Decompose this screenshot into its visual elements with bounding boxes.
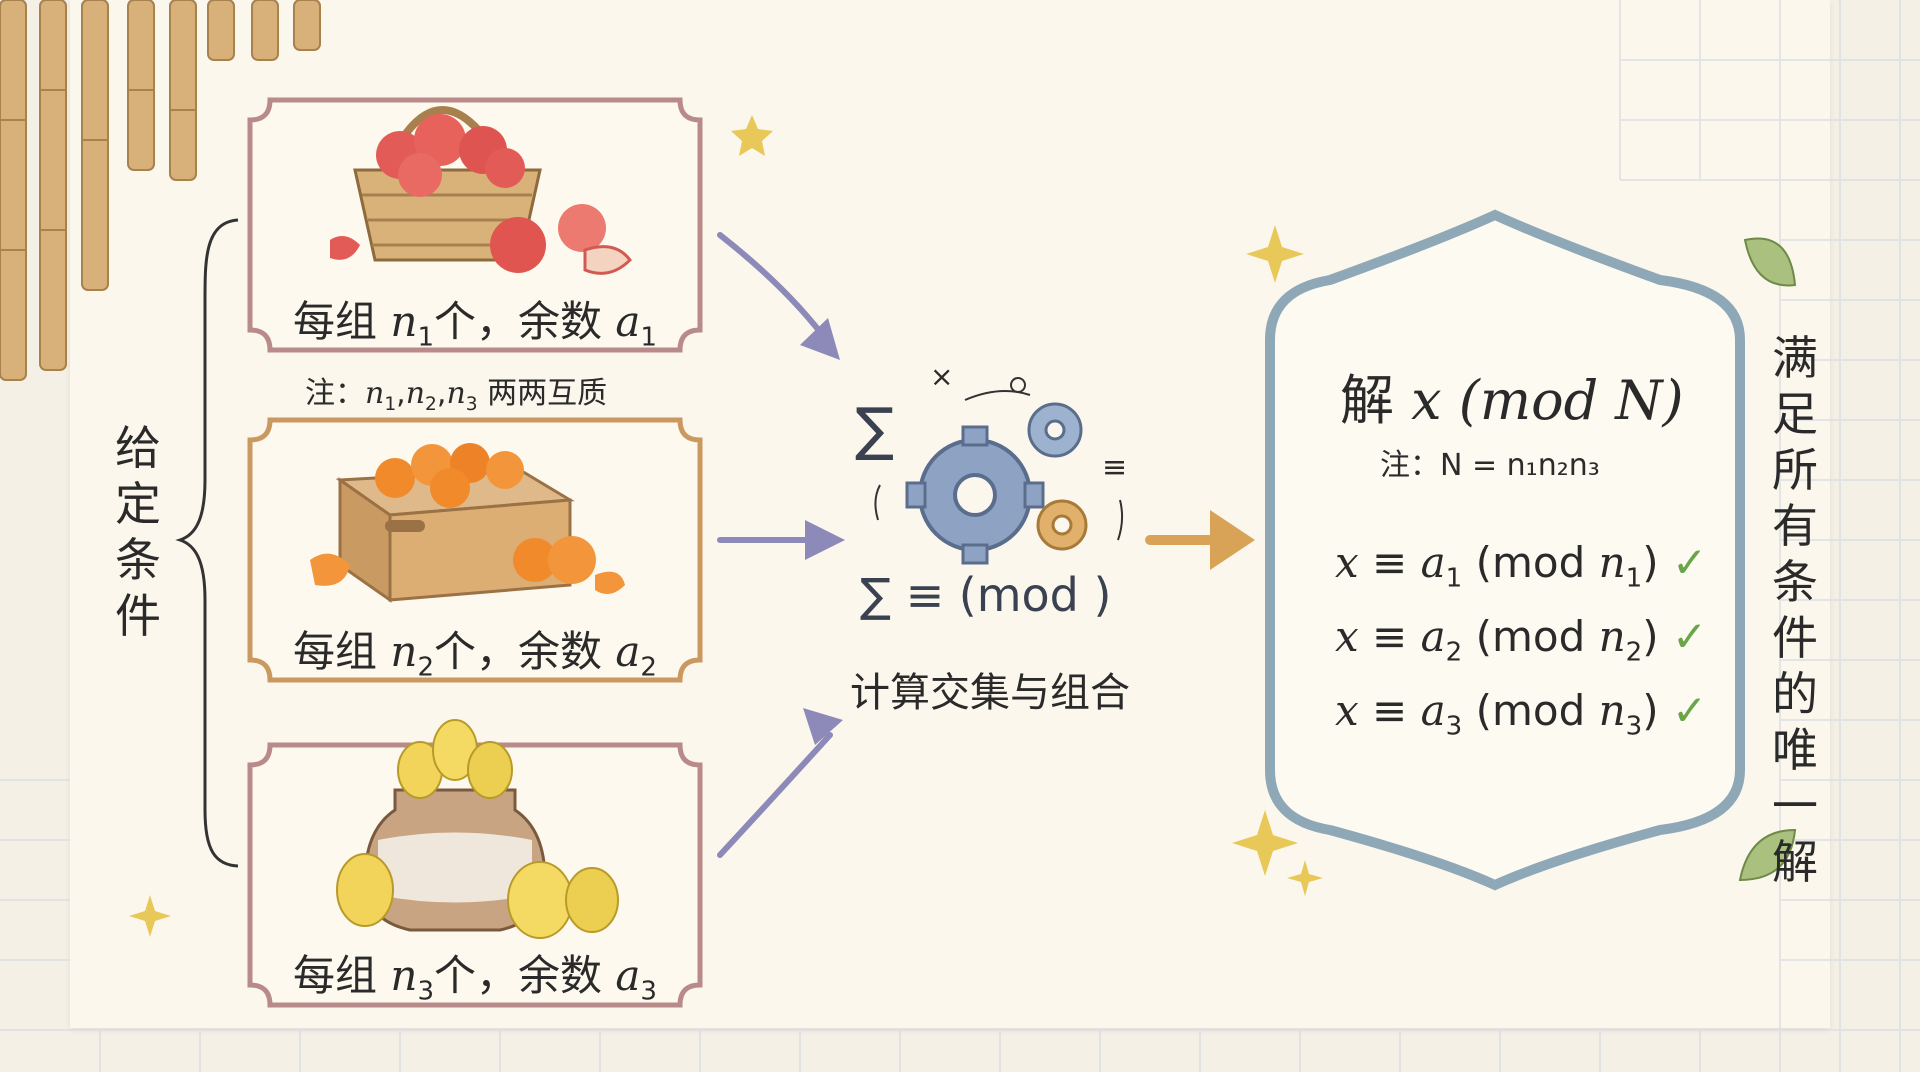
- n-subscript: 3: [417, 976, 434, 1007]
- a-subscript: 2: [1445, 637, 1463, 668]
- equiv-sign: ≡: [1372, 686, 1408, 735]
- a-variable: a: [1420, 538, 1446, 587]
- n-variable: n: [390, 297, 418, 346]
- n-variable: n: [446, 376, 466, 411]
- n-subscript: 3: [1625, 711, 1643, 742]
- a-variable: a: [615, 951, 641, 1000]
- x-variable: x: [1335, 686, 1359, 735]
- panel-caption-2: 每组 n2个，余数 a2: [245, 618, 705, 682]
- panel-caption-1: 每组 n1个，余数 a1: [245, 288, 705, 352]
- pear-jar-illustration: [336, 719, 619, 939]
- n-subscript: 3: [465, 394, 478, 415]
- n-subscript: 2: [425, 394, 437, 415]
- gears-illustration: [874, 377, 1124, 565]
- n-variable: n: [390, 951, 418, 1000]
- mod-text: (mod: [1475, 612, 1586, 661]
- equation-2: x ≡ a2 (mod n2) ✓: [1335, 612, 1707, 667]
- solution-note: 注：N = n₁n₂n₃: [1380, 448, 1600, 483]
- caption-prefix: 每组: [293, 951, 378, 1000]
- equation-3: x ≡ a3 (mod n3) ✓: [1335, 686, 1707, 741]
- a-subscript: 1: [1445, 563, 1463, 594]
- n-variable: n: [1598, 612, 1626, 661]
- equiv-icon: ≡: [1102, 450, 1128, 485]
- equiv-sign: ≡: [1372, 612, 1408, 661]
- title-prefix: 解: [1340, 369, 1394, 432]
- n-subscript: 1: [384, 394, 397, 415]
- a-variable: a: [1420, 612, 1446, 661]
- leaf-decorations: [1738, 237, 1797, 882]
- given-brace: [175, 218, 239, 868]
- a-subscript: 3: [640, 976, 657, 1007]
- note-suffix: 两两互质: [487, 376, 608, 411]
- given-conditions-label: 给定条件: [115, 421, 161, 643]
- mod-text: (mod: [1475, 686, 1586, 735]
- compute-label: 计算交集与组合: [850, 670, 1130, 716]
- n-variable: n: [390, 627, 418, 676]
- caption-prefix: 每组: [293, 627, 378, 676]
- check-icon: ✓: [1671, 612, 1708, 661]
- close-paren: ): [1642, 538, 1659, 587]
- sigma-top-icon: ∑: [855, 395, 895, 463]
- n-variable: n: [365, 376, 385, 411]
- title-math: x (mod N): [1411, 369, 1684, 432]
- check-icon: ✓: [1671, 538, 1708, 587]
- x-variable: x: [1335, 612, 1359, 661]
- cross-icon: ×: [930, 360, 954, 393]
- sparkle-decorations: [129, 115, 1323, 937]
- check-icon: ✓: [1671, 686, 1708, 735]
- close-paren: ): [1642, 686, 1659, 735]
- solution-title: 解 x (mod N): [1340, 356, 1684, 435]
- n-subscript: 1: [417, 322, 434, 353]
- n-variable: n: [405, 376, 426, 411]
- a-subscript: 2: [640, 652, 657, 683]
- a-subscript: 3: [1445, 711, 1463, 742]
- solution-frame: [1265, 209, 1745, 891]
- equation-1: x ≡ a1 (mod n1) ✓: [1335, 538, 1707, 593]
- a-variable: a: [615, 627, 641, 676]
- n-variable: n: [1598, 538, 1626, 587]
- note-prefix: 注：: [305, 376, 365, 411]
- equiv-sign: ≡: [1372, 538, 1408, 587]
- n-variable: n: [1598, 686, 1626, 735]
- mod-text: (mod: [1475, 538, 1586, 587]
- caption-middle: 个，余数: [434, 951, 603, 1000]
- caption-middle: 个，余数: [434, 297, 603, 346]
- coprime-note: 注：n1,n2,n3 两两互质: [305, 376, 608, 415]
- a-variable: a: [1420, 686, 1446, 735]
- a-subscript: 1: [640, 322, 657, 353]
- bamboo-decoration: [0, 0, 321, 381]
- n-subscript: 2: [1625, 637, 1643, 668]
- unique-solution-label: 满足所有条件的唯一解: [1772, 331, 1818, 889]
- a-variable: a: [615, 297, 641, 346]
- panel-caption-3: 每组 n3个，余数 a3: [245, 942, 705, 1006]
- sigma-mod-row: ∑ ≡ (mod ): [860, 568, 1112, 622]
- caption-middle: 个，余数: [434, 627, 603, 676]
- n-subscript: 1: [1625, 563, 1643, 594]
- caption-prefix: 每组: [293, 297, 378, 346]
- x-variable: x: [1335, 538, 1359, 587]
- apple-basket-illustration: [330, 106, 632, 275]
- orange-crate-illustration: [310, 443, 625, 603]
- n-subscript: 2: [417, 652, 434, 683]
- close-paren: ): [1642, 612, 1659, 661]
